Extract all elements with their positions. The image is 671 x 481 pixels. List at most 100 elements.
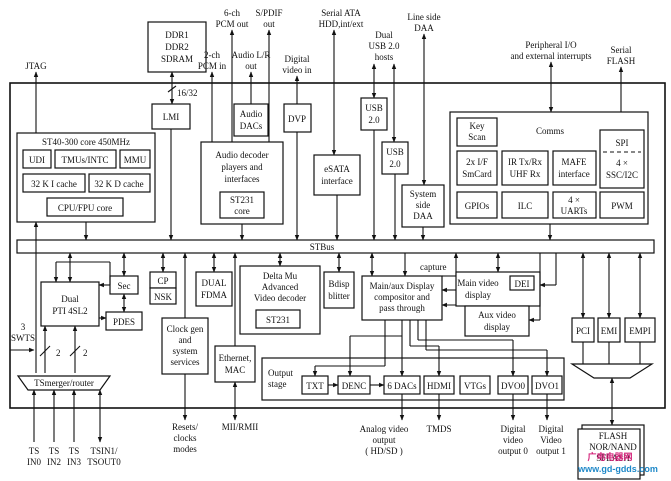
svg-text:Analog video: Analog video	[360, 424, 409, 434]
svg-text:interface: interface	[321, 176, 352, 186]
svg-text:Ethernet,: Ethernet,	[219, 353, 252, 363]
mii-label: MII/RMII	[222, 422, 259, 432]
svg-text:output: output	[372, 435, 396, 445]
ts-in0-label: TS IN0	[27, 446, 41, 467]
svg-text:compositor and: compositor and	[374, 292, 430, 302]
dual-fdma-block: DUAL FDMA	[195, 271, 233, 307]
svg-text:IN0: IN0	[27, 457, 41, 467]
pti-link-count-a: 2	[56, 348, 61, 358]
svg-text:modes: modes	[173, 444, 197, 454]
svg-text:SFLASH: SFLASH	[596, 453, 630, 463]
svg-text:32 K I cache: 32 K I cache	[31, 179, 77, 189]
spdif-label: S/PDIF out	[255, 8, 282, 29]
svg-text:EMPI: EMPI	[629, 326, 651, 336]
peripheral-io-label: Peripheral I/O and external interrupts	[511, 40, 592, 61]
lower-left-connectors	[33, 221, 283, 373]
main-video-display-block: Main video display DEI	[455, 271, 541, 307]
svg-text:DDR1: DDR1	[165, 30, 189, 40]
svg-text:IN3: IN3	[67, 457, 81, 467]
svg-text:interfaces: interfaces	[225, 174, 260, 184]
digital-output1-label: Digital Video output 1	[536, 424, 566, 456]
svg-text:Serial: Serial	[611, 45, 632, 55]
svg-text:DUAL: DUAL	[202, 278, 227, 288]
stbus: STBus	[16, 239, 655, 254]
svg-text:PCI: PCI	[576, 326, 590, 336]
svg-text:TSOUT0: TSOUT0	[87, 457, 121, 467]
svg-text:out: out	[245, 61, 257, 71]
cpu-block: ST40-300 core 450MHz UDI TMUs/INTC MMU 3…	[16, 132, 156, 223]
svg-text:IR Tx/Rx: IR Tx/Rx	[508, 157, 543, 167]
svg-text:DVO1: DVO1	[535, 381, 559, 391]
svg-text:PCM in: PCM in	[198, 61, 227, 71]
svg-text:S/PDIF: S/PDIF	[255, 8, 282, 18]
svg-text:www.gd-gdds.com: www.gd-gdds.com	[577, 464, 658, 474]
output-stage-block: Output stage TXT DENC 6 DACs HDMI VTGs D…	[261, 357, 565, 401]
svg-text:DDR2: DDR2	[165, 42, 189, 52]
lineside-daa-label: Line side DAA	[407, 12, 440, 33]
svg-text:PDES: PDES	[113, 317, 135, 327]
ddr-sdram-box: DDR1 DDR2 SDRAM	[147, 21, 207, 73]
usb-block-b: USB 2.0	[381, 141, 409, 175]
svg-text:video in: video in	[282, 65, 312, 75]
svg-text:FDMA: FDMA	[201, 290, 228, 300]
lmi-block: LMI	[151, 103, 191, 130]
svg-text:TSIN1/: TSIN1/	[91, 446, 118, 456]
svg-text:output 0: output 0	[498, 446, 528, 456]
svg-text:HDMI: HDMI	[427, 381, 451, 391]
svg-text:services: services	[171, 357, 200, 367]
svg-text:SmCard: SmCard	[462, 169, 492, 179]
svg-text:MAC: MAC	[225, 365, 246, 375]
jtag-label: JTAG	[25, 61, 47, 71]
tmds-label: TMDS	[426, 424, 451, 434]
capture-label: capture	[420, 262, 446, 272]
svg-text:hosts: hosts	[375, 52, 394, 62]
svg-text:ST231: ST231	[266, 315, 290, 325]
svg-text:LMI: LMI	[163, 112, 180, 122]
tsin1-tsout0-label: TSIN1/ TSOUT0	[87, 446, 121, 467]
compositor-block: Main/aux Display compositor and pass thr…	[361, 275, 443, 321]
ts-in3-label: TS IN3	[67, 446, 81, 467]
svg-text:Audio decoder: Audio decoder	[215, 150, 268, 160]
digital-output0-label: Digital video output 0	[498, 424, 528, 456]
empi-block: EMPI	[624, 317, 656, 343]
svg-text:Line side: Line side	[407, 12, 440, 22]
ts-in2-label: TS IN2	[47, 446, 61, 467]
svg-text:Sec: Sec	[118, 281, 131, 291]
site-watermark: 广电电器网 www.gd-gdds.com	[577, 451, 658, 474]
svg-text:HDD,int/ext: HDD,int/ext	[319, 19, 364, 29]
svg-text:DAA: DAA	[413, 211, 433, 221]
svg-text:Digital: Digital	[539, 424, 564, 434]
svg-text:System: System	[410, 189, 437, 199]
svg-text:display: display	[465, 290, 491, 300]
svg-text:Dual: Dual	[61, 294, 79, 304]
pti-link-count-b: 2	[83, 348, 88, 358]
svg-text:Dual: Dual	[375, 30, 393, 40]
svg-text:SWTS: SWTS	[11, 333, 35, 343]
comms-block: Comms Key Scan SPI 4 × SSC/I2C 2x I/F Sm…	[449, 111, 649, 225]
svg-text:USB: USB	[386, 147, 404, 157]
svg-text:ILC: ILC	[518, 201, 533, 211]
svg-text:GPIOs: GPIOs	[465, 201, 490, 211]
ts-merger-block: TSmerger/router	[16, 375, 112, 391]
svg-text:Aux video: Aux video	[478, 310, 516, 320]
svg-text:core: core	[234, 206, 250, 216]
svg-text:TS: TS	[29, 446, 40, 456]
clock-gen-block: Clock gen and system services	[161, 317, 209, 375]
svg-text:Resets/: Resets/	[172, 422, 198, 432]
svg-text:players and: players and	[221, 162, 263, 172]
bus-slash	[167, 85, 177, 93]
svg-text:TSmerger/router: TSmerger/router	[34, 378, 94, 388]
serial-flash-label: Serial FLASH	[607, 45, 636, 66]
svg-text:3: 3	[21, 322, 26, 332]
svg-text:MAFE: MAFE	[561, 157, 587, 167]
svg-text:ST40-300 core 450MHz: ST40-300 core 450MHz	[42, 137, 130, 147]
emi-block: EMI	[597, 317, 621, 343]
svg-text:and: and	[179, 335, 192, 345]
swts-label: 3 SWTS	[11, 322, 35, 343]
svg-text:Video: Video	[540, 435, 562, 445]
svg-text:FLASH: FLASH	[607, 56, 636, 66]
svg-text:UHF Rx: UHF Rx	[510, 169, 541, 179]
svg-text:DVO0: DVO0	[501, 381, 525, 391]
svg-text:NOR/NAND: NOR/NAND	[589, 442, 637, 452]
svg-text:output 1: output 1	[536, 446, 566, 456]
